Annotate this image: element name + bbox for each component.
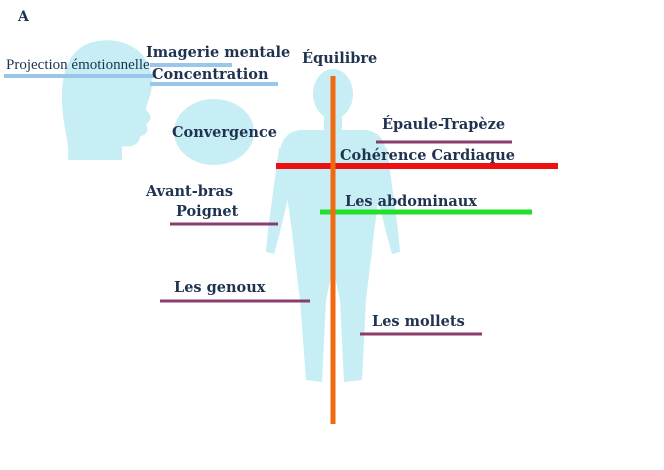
label-convergence: Convergence [172,124,278,141]
label-projection: Projection émotionnelle [6,57,150,73]
label-genoux: Les genoux [174,279,266,296]
label-abdominaux: Les abdominaux [345,193,477,210]
label-mollets: Les mollets [372,313,465,330]
label-concentration: Concentration [152,66,269,83]
label-coherence: Cohérence Cardiaque [340,147,516,164]
head-silhouette [62,40,152,160]
label-poignet: Poignet [176,203,239,220]
label-imagerie: Imagerie mentale [146,44,291,61]
convergence-ellipse [174,99,254,165]
label-equilibre: Équilibre [302,50,378,67]
label-avant-bras: Avant-bras [146,183,234,200]
label-epaule: Épaule-Trapèze [382,116,506,133]
panel-letter: A [18,9,29,25]
